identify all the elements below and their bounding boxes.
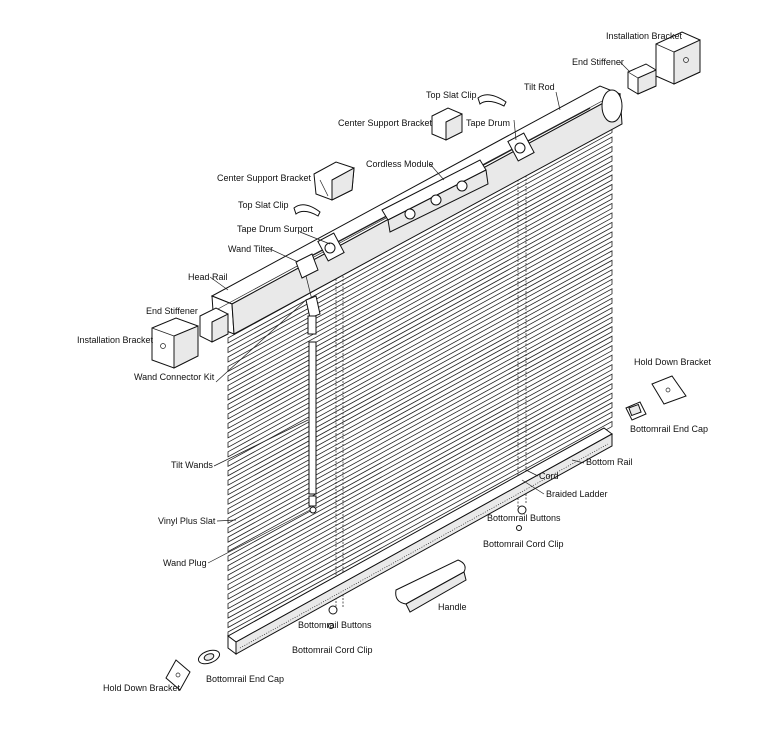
slat	[227, 278, 613, 496]
leader-lines	[207, 61, 631, 564]
slat	[227, 174, 613, 392]
slat	[227, 193, 613, 411]
center-support-bracket-left	[313, 161, 355, 201]
slat	[227, 183, 613, 401]
slat	[227, 392, 613, 610]
hold-down-bracket-left	[165, 659, 191, 691]
slat	[227, 269, 613, 486]
slat	[227, 288, 613, 505]
slat	[227, 382, 613, 600]
label-tape-drum-support: Tape Drum Surport	[237, 224, 314, 234]
tape-drum-left	[317, 232, 345, 262]
label-head-rail: Head Rail	[188, 272, 228, 282]
installation-bracket-left	[151, 317, 199, 369]
slat	[227, 411, 613, 629]
slat	[227, 401, 613, 619]
center-support-bracket-right	[431, 107, 463, 141]
slat	[227, 136, 613, 354]
label-end-stiffener-left: End Stiffener	[146, 306, 198, 316]
top-slat-clip-top	[477, 94, 507, 107]
label-bottomrail-buttons-right: Bottomrail Buttons	[487, 513, 561, 523]
handle	[395, 559, 467, 613]
hold-down-bracket-right	[651, 375, 687, 405]
label-cordless-module: Cordless Module	[366, 159, 434, 169]
label-wand-plug: Wand Plug	[163, 558, 207, 568]
label-bottomrail-end-cap-left: Bottomrail End Cap	[206, 674, 284, 684]
label-installation-bracket-left: Installation Bracket	[77, 335, 154, 345]
slat	[227, 155, 613, 373]
slat	[227, 164, 613, 382]
top-slat-clip-left	[293, 204, 321, 217]
cordless-module	[381, 159, 489, 233]
slat	[227, 326, 613, 543]
bottomrail-end-cap-left	[197, 649, 221, 665]
slat	[227, 297, 613, 515]
label-bottomrail-buttons-bottom: Bottomrail Buttons	[298, 620, 372, 630]
label-hold-down-bracket-left: Hold Down Bracket	[103, 683, 181, 693]
slat	[227, 363, 613, 581]
label-wand-tilter: Wand Tilter	[228, 244, 273, 254]
slat	[227, 259, 613, 477]
label-tilt-rod: Tilt Rod	[524, 82, 555, 92]
end-stiffener-top	[627, 63, 657, 95]
label-bottomrail-end-cap-right: Bottomrail End Cap	[630, 424, 708, 434]
label-top-slat-clip-top: Top Slat Clip	[426, 90, 477, 100]
slat	[227, 145, 613, 363]
label-hold-down-bracket-right: Hold Down Bracket	[634, 357, 712, 367]
label-cord: Cord	[539, 471, 559, 481]
label-vinyl-plus-slat: Vinyl Plus Slat	[158, 516, 216, 526]
installation-bracket-top	[655, 31, 701, 85]
label-bottomrail-cord-clip-bottom: Bottomrail Cord Clip	[292, 645, 373, 655]
slat	[227, 202, 613, 420]
label-installation-bracket-top: Installation Bracket	[606, 31, 683, 41]
slat	[227, 212, 613, 430]
slat	[227, 373, 613, 591]
slat	[227, 335, 613, 553]
end-stiffener-left	[199, 307, 229, 343]
tilt-wand	[308, 341, 317, 495]
slat	[227, 221, 613, 439]
slat	[227, 354, 613, 572]
label-center-support-bracket-left: Center Support Bracket	[217, 173, 312, 183]
slat	[227, 345, 613, 562]
label-bottomrail-cord-clip-right: Bottomrail Cord Clip	[483, 539, 564, 549]
label-tape-drum: Tape Drum	[466, 118, 510, 128]
slat	[227, 250, 613, 467]
slat	[227, 240, 613, 458]
label-braided-ladder: Braided Ladder	[546, 489, 608, 499]
label-end-stiffener-top: End Stiffener	[572, 57, 624, 67]
wand-connector	[305, 295, 321, 335]
bottomrail-buttons-bottom	[328, 605, 338, 629]
bottomrail-buttons-right	[516, 505, 527, 531]
label-tilt-wands: Tilt Wands	[171, 460, 213, 470]
label-bottom-rail: Bottom Rail	[586, 457, 633, 467]
wand-plug	[308, 495, 317, 514]
slat	[227, 316, 613, 534]
slat	[227, 231, 613, 448]
slat-stack	[227, 126, 613, 638]
wand-tilter	[295, 253, 319, 301]
label-handle: Handle	[438, 602, 467, 612]
slat	[227, 307, 613, 524]
bottomrail-end-cap-right	[625, 401, 647, 421]
part-labels: Installation Bracket End Stiffener Top S…	[77, 31, 712, 693]
label-wand-connector-kit: Wand Connector Kit	[134, 372, 215, 382]
label-top-slat-clip-left: Top Slat Clip	[238, 200, 289, 210]
bottom-rail	[227, 427, 613, 655]
label-center-support-bracket-right: Center Support Bracket	[338, 118, 433, 128]
braided-ladder-cords	[335, 158, 527, 610]
tape-drum-right	[507, 132, 535, 162]
